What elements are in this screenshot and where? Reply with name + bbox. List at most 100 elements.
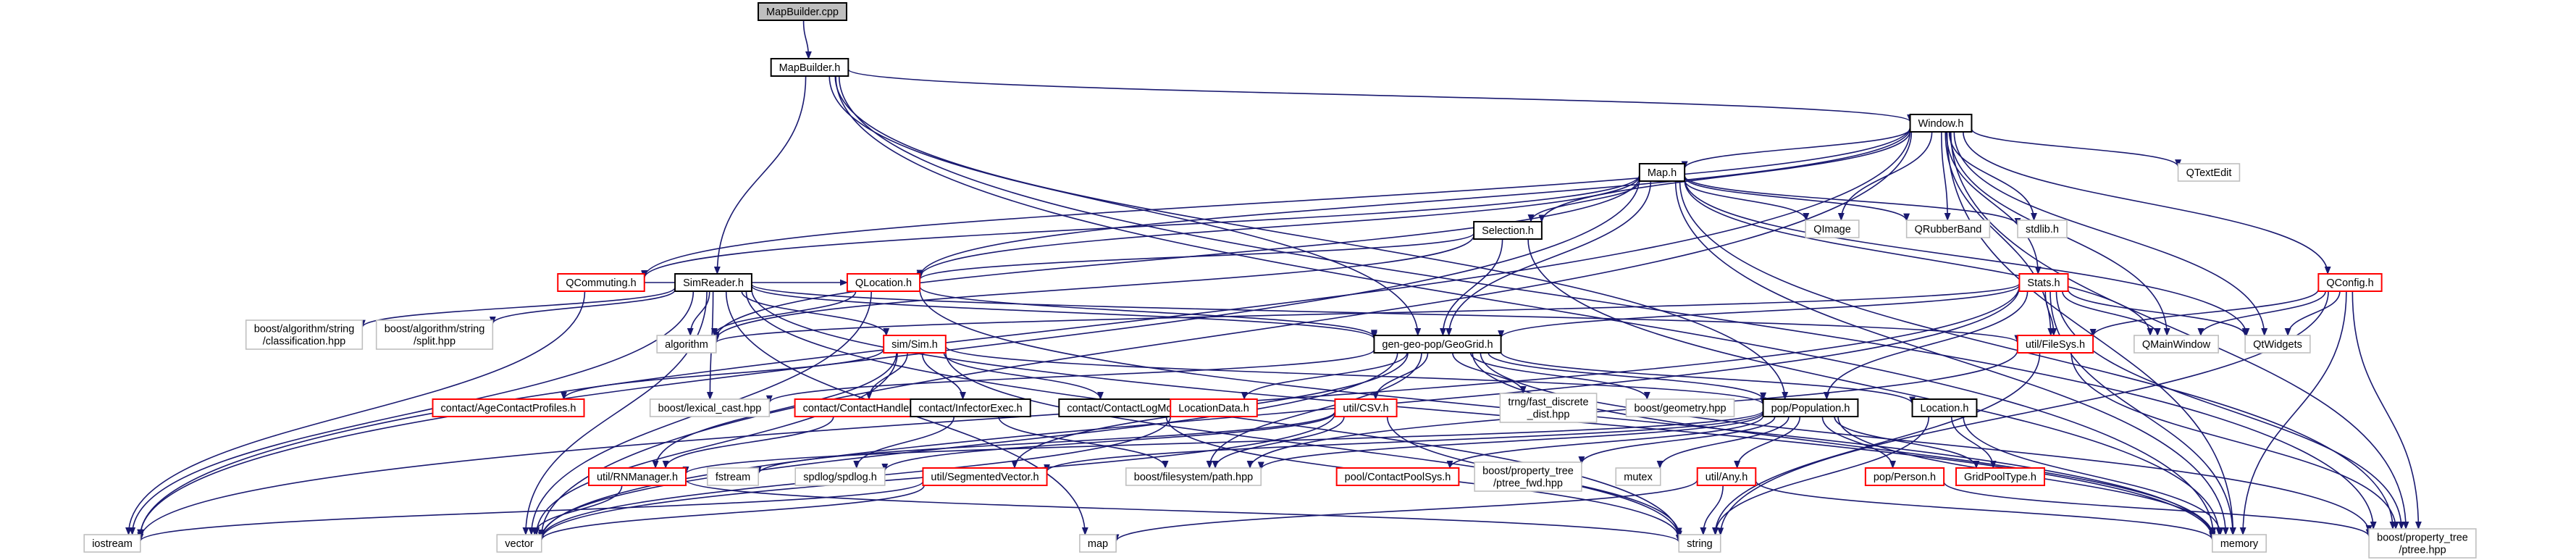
edge-win-to-qw (1953, 131, 2268, 337)
node-pcps[interactable]: pool/ContactPoolSys.h (1335, 467, 1460, 486)
edge-sim-to-vec (533, 352, 898, 536)
node-qconf[interactable]: QConfig.h (2317, 273, 2383, 292)
node-ie[interactable]: contact/InfectorExec.h (910, 398, 1031, 417)
node-pers[interactable]: pop/Person.h (1864, 467, 1945, 486)
node-box (1905, 220, 1991, 238)
node-label: QTextEdit (2186, 167, 2232, 179)
node-label: _dist.hpp (1527, 409, 1570, 421)
node-box (432, 398, 585, 417)
node-box (2368, 528, 2477, 559)
node-simr[interactable]: SimReader.h (674, 273, 752, 292)
edge-pop-to-pers (1821, 416, 1897, 469)
node-label: QRubberBand (1915, 224, 1982, 235)
node-label: MapBuilder.h (779, 62, 841, 74)
node-csv[interactable]: util/CSV.h (1334, 398, 1398, 417)
node-label: MapBuilder.cpp (766, 7, 839, 18)
node-label: SimReader.h (683, 277, 744, 289)
node-label: QConfig.h (2326, 277, 2373, 289)
node-label: QtWidgets (2253, 339, 2302, 351)
edge-mbh-to-bpt (838, 75, 2377, 530)
node-box (2017, 220, 2068, 238)
node-rnm[interactable]: util/RNManager.h (587, 467, 687, 486)
node-label: mutex (1624, 472, 1653, 483)
node-label: contact/ContactHandler.h (803, 403, 921, 414)
edge-maph-to-qrub (1684, 176, 1910, 222)
node-ld[interactable]: LocationData.h (1170, 398, 1258, 417)
node-label: util/SegmentedVector.h (931, 472, 1039, 483)
node-box (2018, 273, 2069, 292)
node-box (883, 335, 947, 354)
node-label: util/CSV.h (1343, 403, 1388, 414)
node-loc[interactable]: Location.h (1911, 398, 1978, 417)
node-box (1125, 467, 1262, 486)
node-label: pool/ContactPoolSys.h (1345, 472, 1451, 483)
edge-csv-to-fstr (755, 411, 1336, 475)
node-label: boost/filesystem/path.hpp (1134, 472, 1253, 483)
node-box (2317, 273, 2383, 292)
edge-mbh-to-mem (835, 75, 2217, 536)
node-win[interactable]: Window.h (1909, 114, 1973, 133)
edge-sim-to-str (945, 351, 1682, 539)
node-sim[interactable]: sim/Sim.h (883, 335, 947, 354)
node-label: Location.h (1921, 403, 1969, 414)
node-box (557, 273, 645, 292)
edge-stats-to-pop (1823, 291, 2029, 401)
edge-ch-to-rnm (662, 416, 834, 469)
edge-segv-to-vec (538, 485, 925, 541)
node-pop[interactable]: pop/Population.h (1762, 398, 1859, 417)
node-label: QLocation.h (855, 277, 912, 289)
node-label: Map.h (1648, 167, 1677, 179)
node-box (1615, 467, 1661, 486)
node-label: memory (2220, 538, 2259, 550)
edge-ie-to-spd (853, 416, 955, 469)
node-fsys[interactable]: util/FileSys.h (2016, 335, 2094, 354)
node-box (1170, 398, 1258, 417)
node-box (1911, 398, 1978, 417)
node-bfp: boost/filesystem/path.hpp (1125, 467, 1262, 486)
edge-pop-to-any (1734, 416, 1801, 469)
node-bptf: boost/property_tree/ptree_fwd.hpp (1474, 461, 1582, 492)
node-maph[interactable]: Map.h (1638, 163, 1686, 182)
node-segv[interactable]: util/SegmentedVector.h (922, 467, 1048, 486)
edge-any-to-mem (1755, 480, 2216, 541)
node-acp[interactable]: contact/AgeContactProfiles.h (432, 398, 585, 417)
edge-win-to-qcomm (641, 127, 1911, 279)
node-vec: vector (496, 534, 542, 553)
node-box (1335, 467, 1460, 486)
edge-csv-to-bfp (1212, 416, 1345, 469)
node-mbh[interactable]: MapBuilder.h (770, 58, 849, 77)
edge-any-to-str (1700, 485, 1724, 536)
node-mem: memory (2212, 534, 2267, 553)
node-any[interactable]: util/Any.h (1696, 467, 1757, 486)
edge-gg-to-trng (1452, 352, 1527, 395)
node-label: Window.h (1918, 118, 1964, 130)
node-bgeo: boost/geometry.hpp (1625, 398, 1735, 417)
edge-stats-to-qmw (2062, 291, 2161, 337)
node-blc: boost/lexical_cast.hpp (649, 398, 771, 417)
node-box (1638, 163, 1686, 182)
node-ch[interactable]: contact/ContactHandler.h (794, 398, 930, 417)
node-box (1864, 467, 1945, 486)
node-stats[interactable]: Stats.h (2018, 273, 2069, 292)
edge-simr-to-algo (687, 291, 710, 337)
edge-sel-to-qloc (916, 233, 1474, 280)
node-label: QCommuting.h (566, 277, 637, 289)
edge-pop-to-bfp (1257, 412, 1764, 470)
node-root: MapBuilder.cpp (758, 2, 847, 21)
node-label: boost/geometry.hpp (1634, 403, 1726, 414)
edge-qcomm-to-ios (125, 291, 586, 536)
edge-simr-to-bas (489, 289, 676, 325)
node-qloc[interactable]: QLocation.h (846, 273, 921, 292)
edge-mbh-to-win (847, 68, 1913, 123)
node-gg[interactable]: gen-geo-pop/GeoGrid.h (1373, 335, 1502, 354)
node-gpt[interactable]: GridPoolType.h (1955, 467, 2045, 486)
node-qcomm[interactable]: QCommuting.h (557, 273, 645, 292)
node-sel[interactable]: Selection.h (1473, 221, 1543, 240)
node-label: util/RNManager.h (597, 472, 678, 483)
edge-qloc-to-algo (710, 291, 857, 337)
node-box (375, 319, 494, 350)
edge-mbh-to-pop (834, 75, 1789, 401)
node-label: sim/Sim.h (891, 339, 938, 351)
edge-maph-to-ios (137, 177, 1640, 538)
node-str: string (1678, 534, 1721, 553)
